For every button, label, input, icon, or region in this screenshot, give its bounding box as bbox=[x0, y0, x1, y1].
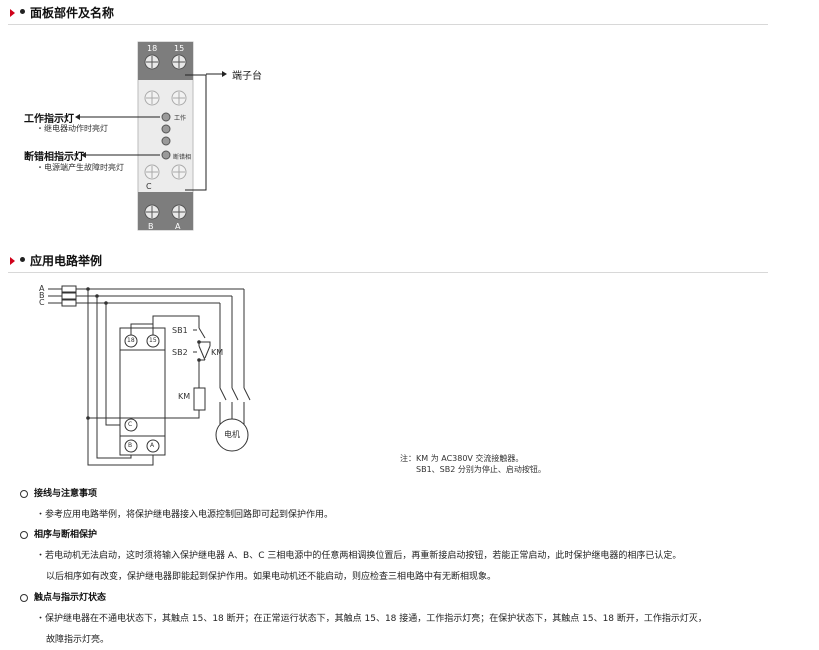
sb1-label: SB1 bbox=[172, 326, 188, 335]
section-heading-wiring: 接线与注意事项 bbox=[20, 486, 97, 499]
terminal-15-label: 15 bbox=[174, 44, 185, 53]
circuit-term-b: B bbox=[128, 442, 133, 449]
phase-text-line-2: 以后相序如有改变，保护继电器即能起到保护作用。如果电动机还不能启动，则应检查三相… bbox=[46, 572, 497, 582]
screw-icon bbox=[171, 90, 187, 106]
motor-label: 电机 bbox=[224, 430, 240, 439]
terminal-18-label: 18 bbox=[147, 44, 158, 53]
phase-a-label: A bbox=[39, 284, 45, 293]
screw-icon bbox=[144, 54, 160, 70]
led-icon bbox=[161, 136, 171, 146]
section-header-panel: 面板部件及名称 bbox=[8, 4, 768, 25]
section-title: 应用电路举例 bbox=[30, 254, 103, 268]
note-line-1: 注：KM 为 AC380V 交流接触器。 bbox=[400, 454, 524, 463]
sb2-label: SB2 bbox=[172, 348, 188, 357]
work-led-icon bbox=[161, 112, 171, 122]
note-line-2: SB1、SB2 分别为停止、启动按钮。 bbox=[416, 465, 546, 474]
red-arrow-icon bbox=[10, 257, 15, 265]
terminal-bracket-line bbox=[185, 74, 207, 191]
circle-bullet-icon bbox=[20, 593, 28, 602]
circuit-term-a: A bbox=[150, 442, 155, 449]
phase-c-label: C bbox=[39, 298, 45, 307]
led-work-text: 工作 bbox=[174, 115, 187, 122]
km-contact-label: KM bbox=[211, 348, 224, 357]
section-header-circuit: 应用电路举例 bbox=[8, 252, 768, 273]
red-arrow-icon bbox=[10, 9, 15, 17]
screw-icon bbox=[144, 90, 160, 106]
circuit-term-18: 18 bbox=[127, 337, 135, 344]
screw-icon bbox=[171, 164, 187, 180]
circuit-diagram bbox=[48, 285, 251, 466]
bullet-icon bbox=[20, 257, 25, 262]
phase-led-desc: ・电源端产生故障时亮灯 bbox=[36, 163, 124, 172]
work-led-label: 工作指示灯 bbox=[24, 114, 74, 125]
circuit-term-c: C bbox=[128, 421, 133, 428]
terminal-b-label: B bbox=[148, 222, 154, 231]
arrow-icon bbox=[222, 71, 227, 77]
circuit-term-15: 15 bbox=[149, 337, 157, 344]
phase-text-line-1: ・若电动机无法启动，这时须将输入保护继电器 A、B、C 三相电源中的任意两相调换… bbox=[36, 551, 682, 561]
terminal-c-label: C bbox=[146, 182, 152, 191]
screw-icon bbox=[144, 204, 160, 220]
led-phase-text: 断错相 bbox=[173, 154, 192, 161]
km-coil-label: KM bbox=[178, 392, 191, 401]
terminal-a-label: A bbox=[175, 222, 181, 231]
panel-diagram bbox=[75, 41, 227, 231]
section-heading-phase: 相序与断相保护 bbox=[20, 527, 97, 540]
arrow-icon bbox=[81, 152, 86, 158]
screw-icon bbox=[144, 164, 160, 180]
arrow-icon bbox=[75, 114, 80, 120]
phase-b-label: B bbox=[39, 291, 45, 300]
contact-text-line-1: ・保护继电器在不通电状态下，其触点 15、18 断开；在正常运行状态下，其触点 … bbox=[36, 614, 707, 624]
led-icon bbox=[161, 124, 171, 134]
section-title: 面板部件及名称 bbox=[30, 6, 115, 20]
contact-text-line-2: 故障指示灯亮。 bbox=[46, 635, 110, 645]
phase-led-label: 断错相指示灯 bbox=[24, 152, 84, 163]
work-led-desc: ・继电器动作时亮灯 bbox=[36, 124, 108, 133]
circle-bullet-icon bbox=[20, 530, 28, 539]
phase-led-icon bbox=[161, 150, 171, 160]
bullet-icon bbox=[20, 9, 25, 14]
screw-icon bbox=[171, 204, 187, 220]
wiring-text: ・参考应用电路举例，将保护继电器接入电源控制回路即可起到保护作用。 bbox=[36, 510, 334, 520]
circle-bullet-icon bbox=[20, 489, 28, 498]
screw-icon bbox=[171, 54, 187, 70]
section-heading-contact: 触点与指示灯状态 bbox=[20, 590, 106, 603]
terminal-block-label: 端子台 bbox=[232, 71, 262, 82]
